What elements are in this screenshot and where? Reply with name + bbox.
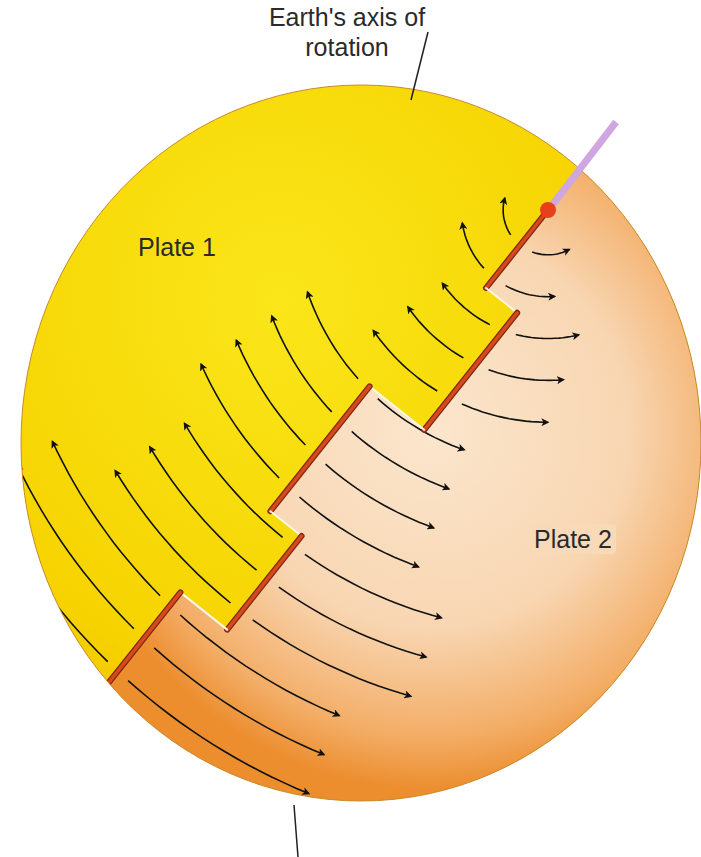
boundary-segment	[270, 386, 369, 511]
motion-arrow	[462, 223, 484, 268]
boundary-segment	[486, 288, 517, 313]
motion-arrow	[352, 431, 449, 489]
motion-arrow	[180, 615, 339, 716]
motion-arrow	[17, 465, 133, 628]
motion-arrow	[0, 489, 108, 661]
motion-arrow	[378, 399, 465, 450]
motion-arrow	[326, 464, 434, 528]
boundary-segment	[180, 592, 227, 629]
motion-arrow	[115, 471, 230, 603]
axis-label: Earth's axis of rotation	[262, 2, 432, 62]
plate-2-region	[25, 0, 701, 857]
rotation-pole-axis	[550, 122, 616, 208]
boundary-segment	[370, 386, 425, 429]
boundary-segment	[270, 386, 369, 511]
motion-arrow	[503, 198, 511, 235]
boundary-segment	[25, 592, 180, 787]
motion-arrow	[442, 283, 489, 324]
motion-arrow	[462, 404, 548, 422]
boundary-segment	[486, 210, 548, 288]
boundary-segment	[424, 313, 517, 430]
motion-arrow	[516, 334, 579, 338]
motion-arrow	[373, 331, 437, 392]
motion-arrow	[408, 307, 464, 358]
sphere-outline	[21, 85, 701, 801]
motion-arrow	[150, 447, 257, 570]
boundary-segment	[25, 592, 180, 787]
motion-arrow	[201, 364, 279, 478]
euler-pole-dot	[540, 202, 556, 218]
motion-arrow	[300, 497, 419, 567]
motion-arrow	[279, 587, 426, 657]
boundary-segment	[227, 536, 301, 630]
motion-arrow	[308, 292, 359, 379]
motion-arrow	[52, 442, 160, 596]
plate-label: Plate 1	[138, 232, 216, 262]
ridge-and-transforms	[25, 210, 548, 787]
motion-arrow	[506, 286, 555, 297]
boundary-segment	[424, 313, 517, 430]
motion-arrow	[154, 648, 324, 755]
plate-label: Plate 2	[530, 524, 616, 554]
motion-arrow	[272, 316, 332, 412]
axis-line-bottom	[294, 805, 298, 857]
axis-line-top	[411, 32, 428, 100]
motion-arrows	[0, 198, 579, 794]
boundary-segment	[270, 511, 301, 536]
motion-arrow	[185, 423, 283, 537]
motion-arrow	[128, 681, 309, 794]
boundary-segment	[227, 536, 301, 630]
motion-arrow	[532, 250, 569, 255]
motion-arrow	[489, 370, 564, 381]
motion-arrow	[305, 554, 442, 618]
motion-arrow	[236, 340, 305, 445]
boundary-segment	[486, 210, 548, 288]
